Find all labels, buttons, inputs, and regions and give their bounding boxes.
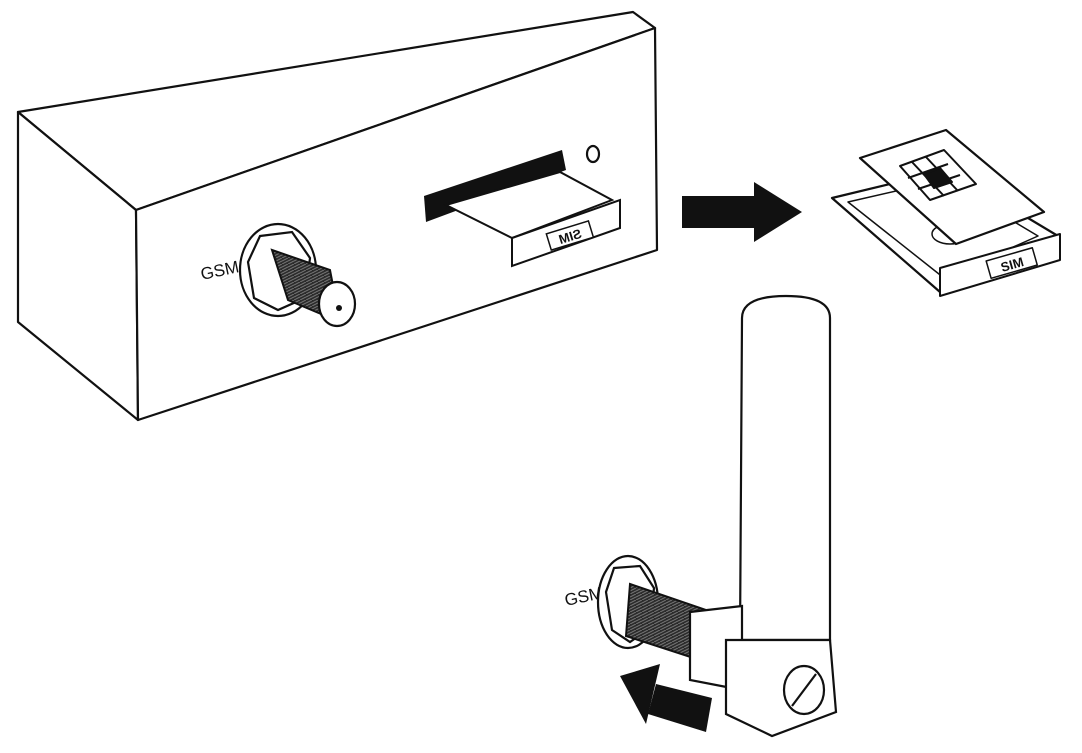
sim-tray-label-mirrored: SIM — [557, 226, 584, 247]
sim-chip-icon — [899, 149, 977, 201]
sim-tray-label: SIM — [999, 254, 1025, 275]
sim-tray-ejected: SIM — [830, 128, 1061, 297]
sim-slot: SIM — [424, 150, 621, 268]
antenna-assembly: GSM — [563, 294, 838, 738]
connector-pin-icon — [336, 305, 342, 311]
sim-tray-inserted — [443, 170, 615, 240]
push-arrow-icon — [620, 664, 712, 732]
device-enclosure — [16, 10, 659, 422]
right-arrow-icon — [682, 182, 802, 242]
connector-tip — [317, 280, 357, 328]
led-indicator-icon — [585, 144, 601, 164]
gsm-connector: GSM — [199, 222, 357, 328]
antenna-whip — [738, 294, 832, 642]
device-front-face — [134, 26, 659, 422]
